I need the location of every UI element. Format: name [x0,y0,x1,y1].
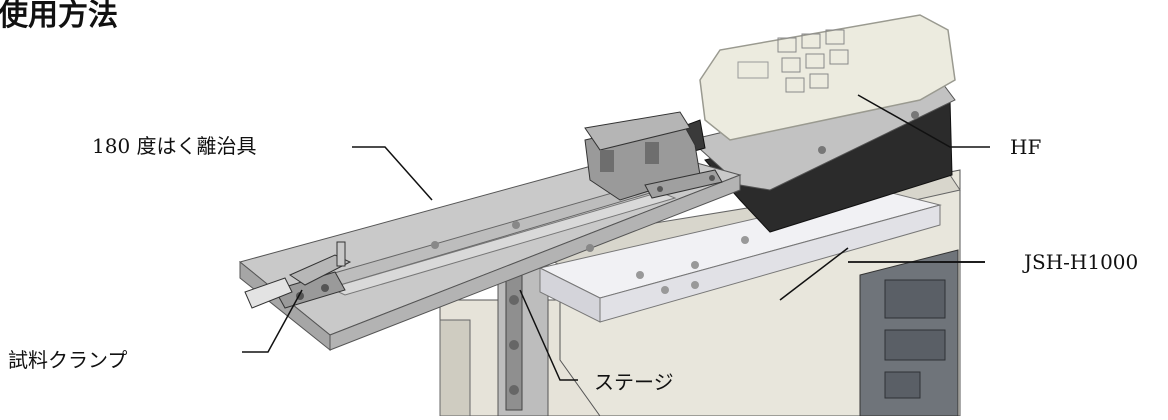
jig-pull-block-slot-1 [600,150,614,172]
label-jsh-h1000: JSH-H1000 [1024,250,1139,274]
stage-assembly [497,189,942,417]
jig-pull-block-slot-2 [645,142,659,164]
stand-left-side [439,319,471,417]
jig-plate-side [329,174,741,351]
display-window-small [884,371,921,399]
stage-plate-side [599,204,941,323]
clamp-handle [244,277,293,309]
mount-hole-2 [911,111,919,119]
label-sample-clamp: 試料クランプ [8,348,128,372]
jig-hole-3 [586,244,594,252]
leader-jsh-slant [779,247,849,301]
leader-hf [857,94,990,148]
leader-peel-jig [352,146,433,201]
stage-hole-5 [691,281,699,289]
stage-knob-3 [509,385,519,395]
leader-clamp [242,289,303,353]
stage-hole-3 [741,236,749,244]
sample-clamp [244,241,352,309]
stage-hole-1 [636,271,644,279]
label-hf: HF [1010,135,1042,159]
stage-knob-2 [509,340,519,350]
jig-hole-1 [431,241,439,249]
bracket-screw-2 [709,175,715,181]
display-window-top [884,279,946,319]
clamp-spindle [336,241,346,267]
label-stage: ステージ [594,370,674,394]
sample-strip [328,191,677,296]
peel-jig [238,111,742,352]
clamp-screw-2 [321,284,329,292]
stage-knob-1 [509,295,519,305]
jig-hole-2 [512,221,520,229]
leader-lines [242,94,990,381]
stage-hole-2 [691,261,699,269]
bracket-screw-1 [657,186,663,192]
gauge-keypad [737,29,849,93]
page-title: 使用方法 [0,0,118,33]
jig-bracket [644,169,723,199]
stage-hole-4 [661,286,669,294]
leader-stage [519,289,578,381]
display-window-bottom [884,329,946,361]
jig-pull-block-top [584,111,691,151]
label-peel-jig: 180 度はく離治具 [92,134,257,158]
mount-hole-1 [818,146,826,154]
clamp-arm [288,254,352,286]
